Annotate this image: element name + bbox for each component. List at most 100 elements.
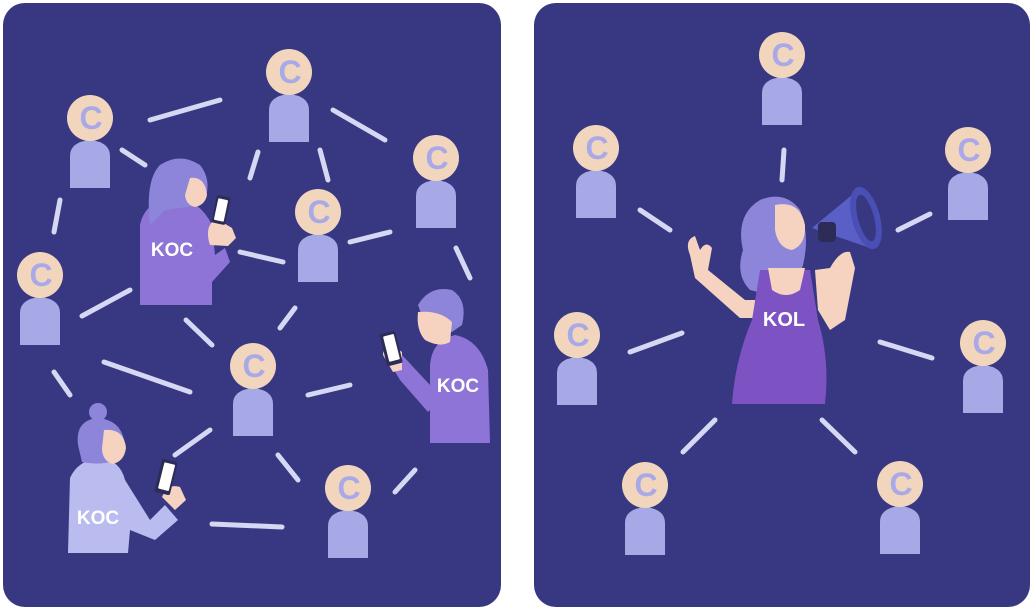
right-panel-kol-broadcast: C C C C C C C KOL [534, 3, 1030, 607]
connector-line [147, 97, 223, 123]
connector-line [392, 467, 418, 495]
consumer-body [269, 94, 309, 142]
connector-line [305, 382, 353, 398]
kol-label: KOL [763, 309, 805, 331]
consumer-node: C [622, 462, 668, 555]
consumer-body [416, 180, 456, 228]
connector-line [51, 369, 73, 398]
consumer-c-icon: C [79, 100, 102, 136]
right-connector-lines [627, 147, 935, 455]
connector-line [637, 207, 673, 233]
consumer-body [557, 357, 597, 405]
consumer-c-icon: C [29, 257, 52, 293]
koc-person-top: KOC [140, 158, 236, 305]
consumer-node: C [554, 312, 600, 405]
consumer-head [295, 189, 341, 235]
connector-line [101, 359, 193, 395]
consumer-body [20, 297, 60, 345]
connector-line [79, 287, 133, 319]
consumer-head [325, 465, 371, 511]
connector-line [209, 521, 285, 530]
phone-screen [158, 462, 175, 491]
consumer-node: C [67, 95, 113, 188]
consumer-head [960, 320, 1006, 366]
left-consumer-nodes: C C C C C C C [17, 49, 459, 558]
consumer-body [948, 172, 988, 220]
consumer-c-icon: C [585, 130, 608, 166]
consumer-c-icon: C [972, 325, 995, 361]
consumer-body [880, 506, 920, 554]
connector-line [819, 417, 858, 455]
connector-line [119, 147, 148, 168]
consumer-head [877, 461, 923, 507]
consumer-c-icon: C [771, 37, 794, 73]
connector-line [330, 107, 388, 143]
consumer-head [945, 127, 991, 173]
consumer-c-icon: C [337, 470, 360, 506]
consumer-c-icon: C [307, 194, 330, 230]
consumer-node: C [573, 125, 619, 218]
consumer-body [70, 140, 110, 188]
consumer-body [963, 365, 1003, 413]
connector-line [680, 417, 718, 455]
hand [207, 222, 236, 246]
megaphone-icon [812, 186, 882, 250]
connector-line [347, 229, 393, 245]
connector-line [183, 317, 215, 348]
connector-line [51, 197, 63, 235]
connector-line [247, 149, 261, 181]
koc-label: KOC [437, 376, 480, 397]
consumer-c-icon: C [425, 140, 448, 176]
consumer-body [625, 507, 665, 555]
consumer-body [762, 77, 802, 125]
consumer-head [573, 125, 619, 171]
phone-screen [214, 198, 228, 222]
connector-line [627, 330, 685, 355]
connector-line [172, 427, 213, 458]
consumer-node: C [877, 461, 923, 554]
consumer-head [230, 343, 276, 389]
consumer-node: C [295, 189, 341, 282]
consumer-node: C [945, 127, 991, 220]
connector-line [779, 147, 787, 183]
consumer-node: C [413, 135, 459, 228]
consumer-c-icon: C [634, 467, 657, 503]
consumer-head [622, 462, 668, 508]
connector-line [275, 452, 301, 483]
connector-line [877, 339, 935, 361]
consumer-c-icon: C [242, 348, 265, 384]
consumer-head [67, 95, 113, 141]
kol-person: KOL [687, 186, 882, 404]
consumer-node: C [759, 32, 805, 125]
koc-label: KOC [77, 508, 120, 529]
consumer-node: C [325, 465, 371, 558]
connector-line [277, 305, 298, 331]
connector-line [895, 211, 933, 233]
left-connector-lines [51, 97, 473, 530]
consumer-c-icon: C [566, 317, 589, 353]
consumer-head [17, 252, 63, 298]
consumer-body [328, 510, 368, 558]
consumer-c-icon: C [957, 132, 980, 168]
consumer-head [759, 32, 805, 78]
koc-person-bottom: KOC [68, 403, 186, 553]
consumer-c-icon: C [889, 466, 912, 502]
consumer-node: C [960, 320, 1006, 413]
consumer-head [266, 49, 312, 95]
connector-line [317, 147, 331, 183]
consumer-body [233, 388, 273, 436]
consumer-node: C [266, 49, 312, 142]
right-consumer-nodes: C C C C C C C [554, 32, 1006, 555]
consumer-node: C [17, 252, 63, 345]
consumer-head [413, 135, 459, 181]
connector-line [237, 249, 286, 265]
consumer-node: C [230, 343, 276, 436]
left-panel-koc-network: C C C C C C C KOC KOC [3, 3, 501, 607]
connector-line [453, 245, 473, 281]
consumer-c-icon: C [278, 54, 301, 90]
consumer-head [554, 312, 600, 358]
koc-person-right: KOC [379, 289, 490, 443]
phone-screen [383, 334, 400, 362]
consumer-body [298, 234, 338, 282]
